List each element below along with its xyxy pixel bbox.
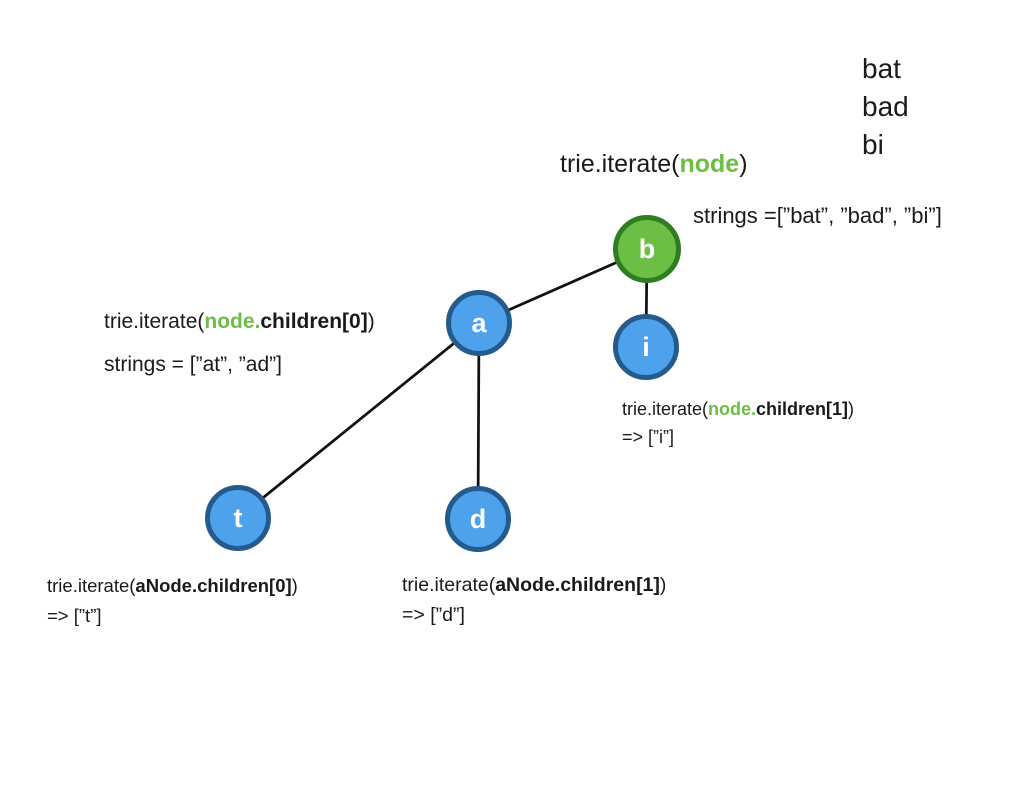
title-call: trie.iterate(node): [560, 150, 748, 178]
word-list-item: bad: [862, 91, 909, 122]
bottom-left-result: => [”t”]: [47, 605, 102, 626]
right-call: trie.iterate(node.children[1]): [622, 399, 855, 419]
node-a-label: a: [471, 307, 487, 338]
edge-a-t: [237, 321, 480, 520]
root-result: strings =[”bat”, ”bad”, ”bi”]: [693, 203, 942, 228]
trie-node-i: i: [613, 314, 679, 380]
node-t-label: t: [233, 502, 243, 533]
left-result: strings = [”at”, ”ad”]: [104, 353, 282, 376]
node-b-label: b: [638, 233, 656, 264]
trie-node-d: d: [445, 486, 511, 552]
trie-node-t: t: [205, 485, 271, 551]
node-d-label: d: [469, 503, 487, 534]
word-list-item: bi: [862, 129, 884, 160]
trie-node-b: b: [613, 215, 681, 283]
right-result: => [”i”]: [622, 427, 675, 447]
trie-node-a: a: [446, 290, 512, 356]
bottom-mid-call: trie.iterate(aNode.children[1]): [402, 574, 667, 596]
bottom-mid-result: => [”d”]: [402, 604, 465, 626]
word-list-item: bat: [862, 53, 901, 84]
node-i-label: i: [642, 331, 650, 362]
bottom-left-call: trie.iterate(aNode.children[0]): [47, 575, 298, 596]
word-list: bat bad bi: [862, 50, 909, 164]
left-call: trie.iterate(node.children[0]): [104, 310, 375, 333]
